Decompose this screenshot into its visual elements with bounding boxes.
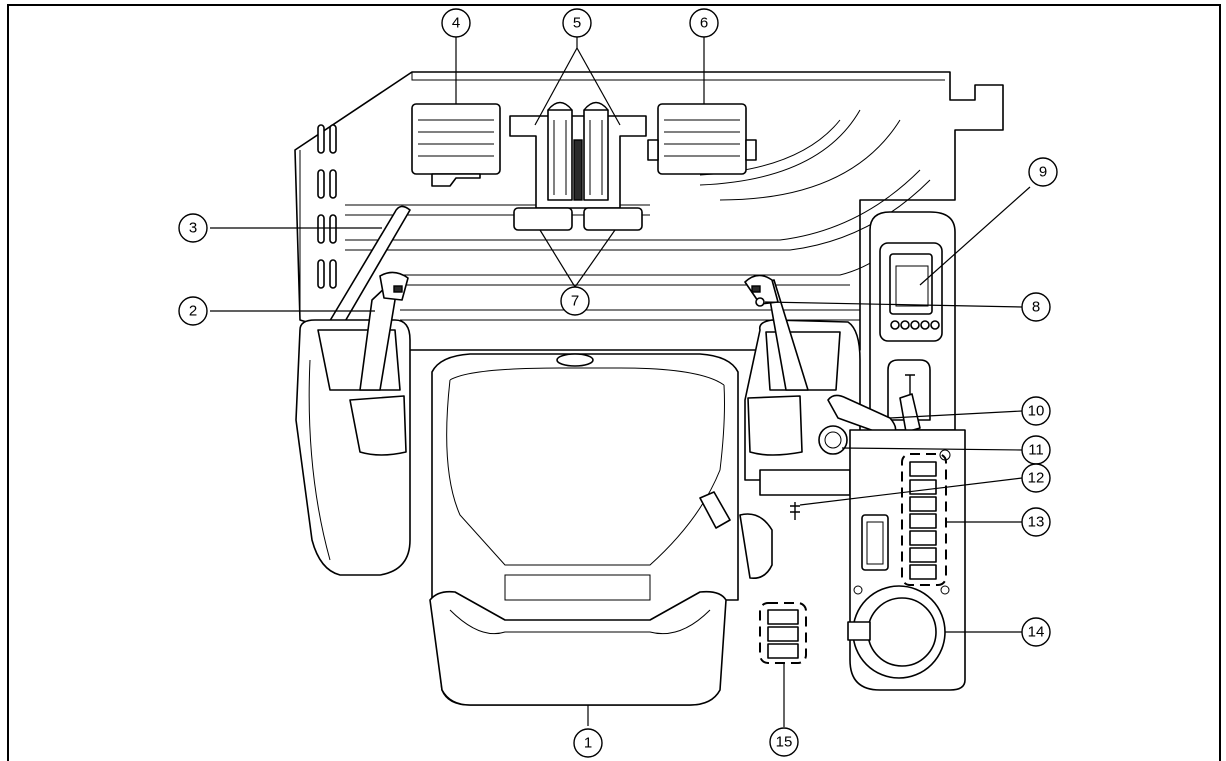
callout-6: 6 bbox=[689, 8, 719, 38]
operator-seat bbox=[429, 353, 773, 706]
right-side-panel bbox=[827, 211, 956, 437]
svg-text:3: 3 bbox=[189, 220, 197, 237]
switch-group-13-outline bbox=[901, 453, 947, 586]
svg-text:14: 14 bbox=[1028, 624, 1045, 641]
callout-3: 3 bbox=[178, 213, 208, 243]
svg-text:12: 12 bbox=[1028, 470, 1045, 487]
left-pedal bbox=[411, 103, 501, 187]
svg-text:15: 15 bbox=[776, 734, 793, 751]
callout-8: 8 bbox=[1021, 292, 1051, 322]
svg-text:8: 8 bbox=[1032, 299, 1040, 316]
svg-text:7: 7 bbox=[571, 293, 579, 310]
svg-text:9: 9 bbox=[1039, 164, 1047, 181]
svg-text:2: 2 bbox=[189, 303, 197, 320]
callout-9: 9 bbox=[1028, 157, 1058, 187]
figure-frame bbox=[7, 4, 1221, 761]
right-lower-panel bbox=[847, 429, 966, 691]
left-console bbox=[295, 271, 411, 576]
svg-text:1: 1 bbox=[584, 735, 592, 752]
seat-switch-panel bbox=[767, 609, 799, 659]
callout-11: 11 bbox=[1021, 435, 1051, 465]
callout-14: 14 bbox=[1021, 617, 1051, 647]
callout-10: 10 bbox=[1021, 396, 1051, 426]
travel-pedals-and-levers bbox=[509, 101, 647, 231]
svg-text:5: 5 bbox=[573, 15, 581, 32]
svg-text:13: 13 bbox=[1028, 514, 1045, 531]
svg-text:11: 11 bbox=[1028, 442, 1044, 459]
leader-lines bbox=[210, 37, 1031, 727]
callout-1: 1 bbox=[573, 728, 603, 758]
callout-4: 4 bbox=[441, 8, 471, 38]
right-console bbox=[744, 274, 861, 496]
callout-12: 12 bbox=[1021, 463, 1051, 493]
svg-text:10: 10 bbox=[1028, 403, 1045, 420]
lock-lever bbox=[327, 205, 411, 331]
callout-13: 13 bbox=[1021, 507, 1051, 537]
svg-text:4: 4 bbox=[452, 15, 460, 32]
svg-text:6: 6 bbox=[700, 15, 708, 32]
right-pedal bbox=[647, 103, 757, 175]
switch-group-15-outline bbox=[759, 602, 807, 664]
callout-7: 7 bbox=[560, 286, 590, 316]
callout-15: 15 bbox=[769, 727, 799, 757]
fuse-item bbox=[790, 502, 800, 520]
callout-5: 5 bbox=[562, 8, 592, 38]
callout-2: 2 bbox=[178, 296, 208, 326]
